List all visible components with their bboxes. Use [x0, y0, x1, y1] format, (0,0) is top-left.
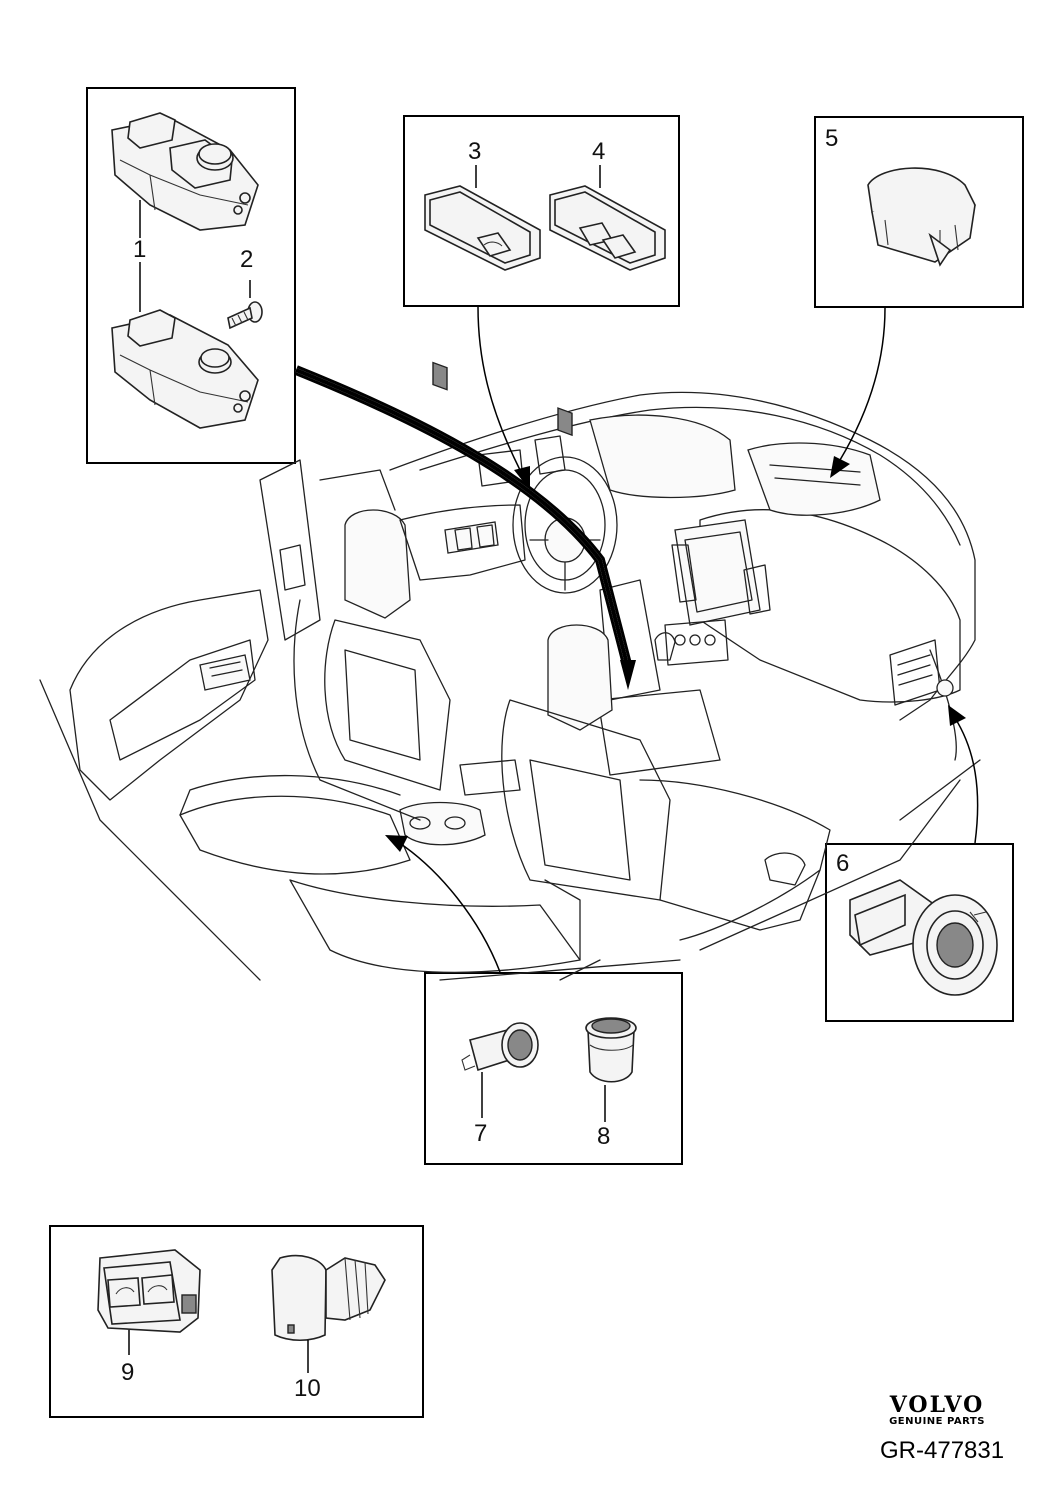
part-1-window-switch-upper [111, 112, 259, 231]
logo-brand: VOLVO [889, 1392, 985, 1418]
car-interior-illustration [39, 391, 981, 981]
part-7-socket [461, 1022, 539, 1118]
callout-3: 3 [468, 138, 482, 165]
logo-subtitle: GENUINE PARTS [889, 1416, 985, 1427]
callout-2: 2 [240, 246, 254, 273]
part-9-switch [97, 1249, 201, 1355]
detail-box-7-8 [424, 972, 683, 1165]
part-3-switch [424, 165, 541, 391]
diagram-reference-number: GR-477831 [880, 1437, 1005, 1464]
callout-6: 6 [836, 850, 850, 877]
callout-7: 7 [474, 1120, 488, 1147]
part-2-screw [227, 280, 263, 330]
callout-10: 10 [294, 1375, 321, 1402]
part-1-window-switch-lower [111, 309, 259, 429]
callout-5: 5 [825, 125, 839, 152]
callout-1: 1 [133, 236, 147, 263]
callout-8: 8 [597, 1123, 611, 1150]
callout-4: 4 [592, 138, 606, 165]
volvo-logo: VOLVO GENUINE PARTS [872, 1392, 1002, 1427]
part-10-button [271, 1254, 386, 1373]
part-5-cap [867, 167, 976, 267]
part-6-socket [849, 879, 998, 996]
part-4-switch [549, 165, 666, 437]
leader-arrows [294, 306, 979, 973]
callout-9: 9 [121, 1359, 135, 1386]
part-8-socket [585, 1017, 637, 1122]
